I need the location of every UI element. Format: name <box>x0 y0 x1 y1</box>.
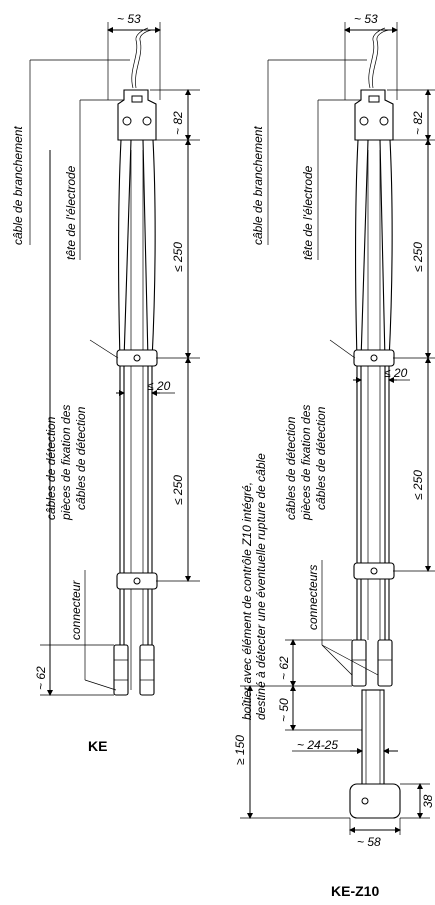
label-fixing-parts-2: câbles de détection <box>74 406 88 510</box>
label-fixing-parts-1: pièces de fixation des <box>59 405 73 521</box>
fixing-clamp-bottom <box>116 572 158 590</box>
detection-rod-right <box>142 139 156 691</box>
electrode-head <box>354 89 394 141</box>
label-fixing-parts-1: pièces de fixation des <box>299 405 313 521</box>
ke-drawing: ~ 53 ~ 82 ≤ 250 ≤ 250 ≤ 20 ~ 62 câble de… <box>11 12 200 754</box>
dim-box-width: ~ 58 <box>357 835 381 849</box>
title-ke: KE <box>88 738 107 754</box>
dim-head-height: ~ 82 <box>411 111 425 135</box>
fixing-clamp-top <box>116 349 158 367</box>
z10-housing <box>349 783 401 819</box>
dim-segment-1: ≤ 250 <box>171 242 185 272</box>
dim-connector: ~ 62 <box>34 666 48 690</box>
dim-gap: ≤ 20 <box>384 366 408 380</box>
dim-box-height: 38 <box>421 794 435 808</box>
connector-left <box>351 639 367 687</box>
dim-connector-2: ~ 50 <box>277 698 291 722</box>
dim-connector: ~ 62 <box>277 656 291 680</box>
dim-head-height: ~ 82 <box>171 111 185 135</box>
label-connection-cable: câble de branchement <box>11 126 25 245</box>
label-fixing-parts-2: câbles de détection <box>314 406 328 510</box>
label-box-line-1: boîtier avec élément de contrôle Z10 int… <box>240 482 254 720</box>
dim-gap: ≤ 20 <box>147 379 171 393</box>
dim-width-top: ~ 53 <box>354 12 378 26</box>
dim-segment-2: ≤ 250 <box>171 475 185 505</box>
label-connectors: connecteurs <box>306 565 320 630</box>
cable-tube <box>361 689 385 786</box>
label-electrode-head: tête de l'électrode <box>301 165 315 260</box>
fixing-clamp-top <box>353 349 395 367</box>
ke-z10-drawing: ~ 53 ~ 82 ≤ 250 ≤ 250 ≤ 20 ~ 62 ~ 50 ≥ 1… <box>233 12 435 899</box>
detection-rod-left <box>118 139 132 691</box>
label-connection-cable: câble de branchement <box>251 126 265 245</box>
head-screw-left <box>122 116 132 126</box>
head-screw-right <box>142 116 152 126</box>
dim-total: ≥ 150 <box>233 735 247 765</box>
label-connector: connecteur <box>69 580 83 640</box>
connector-right <box>377 639 393 687</box>
title-ke-z10: KE-Z10 <box>331 883 379 899</box>
connector-right <box>139 644 155 696</box>
electrode-head <box>117 89 157 141</box>
dim-width-top: ~ 53 <box>117 12 141 26</box>
connector-left <box>113 644 129 696</box>
fixing-clamp-bottom <box>353 562 395 580</box>
dim-tube-width: ~ 24-25 <box>297 738 338 752</box>
dim-segment-2: ≤ 250 <box>411 470 425 500</box>
dim-segment-1: ≤ 250 <box>411 242 425 272</box>
label-electrode-head: tête de l'électrode <box>64 165 78 260</box>
label-detection-cables: câbles de détection <box>44 416 58 520</box>
label-box-line-2: destiné à détecter une éventuelle ruptur… <box>254 453 268 720</box>
label-detection-cables: câbles de détection <box>284 416 298 520</box>
